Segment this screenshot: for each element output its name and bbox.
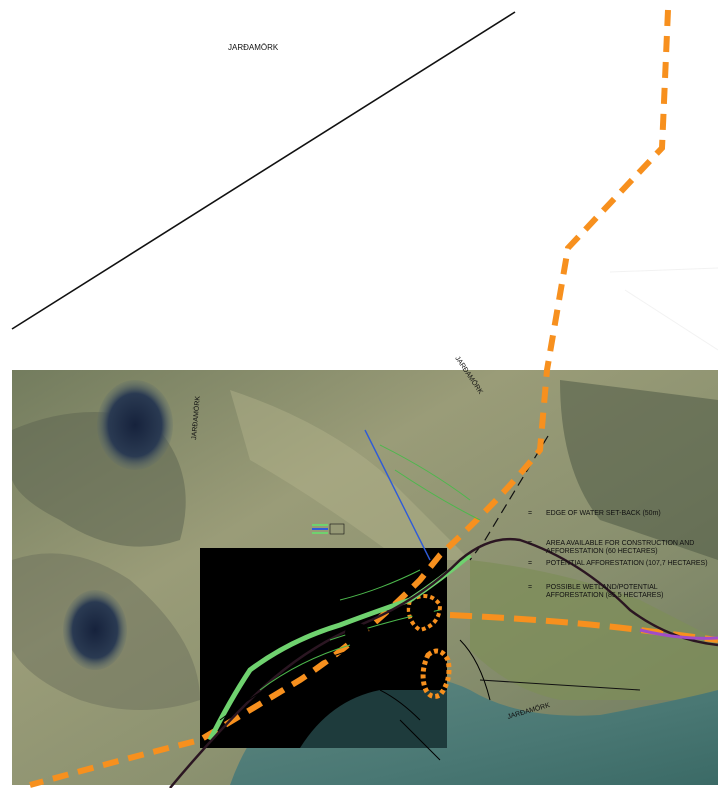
legend-item-potential-afforestation: POTENTIAL AFFORESTATION (107,7 HECTARES)	[546, 560, 708, 567]
label-jardamork-top: JARÐAMÖRK	[228, 43, 279, 52]
legend-item-construction-line2: AFFORESTATION (60 HECTARES)	[546, 548, 658, 555]
overlay-shore-cut	[300, 690, 447, 748]
legend-bullet-3: =	[528, 560, 532, 567]
mountain-ridge-east	[560, 380, 718, 560]
orange-zone-east	[406, 594, 443, 633]
valley-light	[230, 390, 470, 560]
orange-boundary-north	[29, 9, 671, 788]
road-purple	[639, 628, 718, 640]
site-marker-east	[410, 600, 434, 620]
legend-item-construction-line1: AREA AVAILABLE FOR CONSTRUCTION AND	[546, 540, 694, 547]
boundary-line-diagonal	[11, 11, 516, 330]
map-mini-legend-icon	[312, 523, 345, 535]
lowland-east	[470, 560, 718, 700]
dark-basin-south	[63, 590, 127, 670]
aerial-photo	[12, 370, 718, 785]
legend-item-wetland-line1: POSSIBLE WETLAND/POTENTIAL	[546, 584, 658, 591]
legend-item-water-setback: EDGE OF WATER SET-BACK (50m)	[546, 510, 661, 517]
legend-bullet-4: =	[528, 584, 532, 591]
orange-boundary-east	[449, 612, 718, 643]
orange-zone-blob	[420, 648, 452, 699]
site-marker-west	[345, 623, 369, 643]
legend-bullet-2: =	[528, 540, 532, 547]
boundary-line-northeast	[469, 435, 549, 561]
boundary-line-east-faint	[609, 267, 718, 351]
dark-basin-north	[97, 380, 173, 470]
legend-item-wetland-line2: AFFORESTATION (85,5 HECTARES)	[546, 592, 663, 599]
black-contours	[219, 639, 491, 761]
map-legend: = EDGE OF WATER SET-BACK (50m) = AREA AV…	[528, 510, 708, 599]
legend-bullet-1: =	[528, 510, 532, 517]
shore-line-straight	[479, 679, 641, 691]
label-jardamork-vertical: JARÐAMÖRK	[190, 395, 202, 440]
setback-line-blue	[364, 429, 431, 561]
setback-contours	[259, 444, 481, 691]
road-dark-main	[169, 538, 718, 788]
